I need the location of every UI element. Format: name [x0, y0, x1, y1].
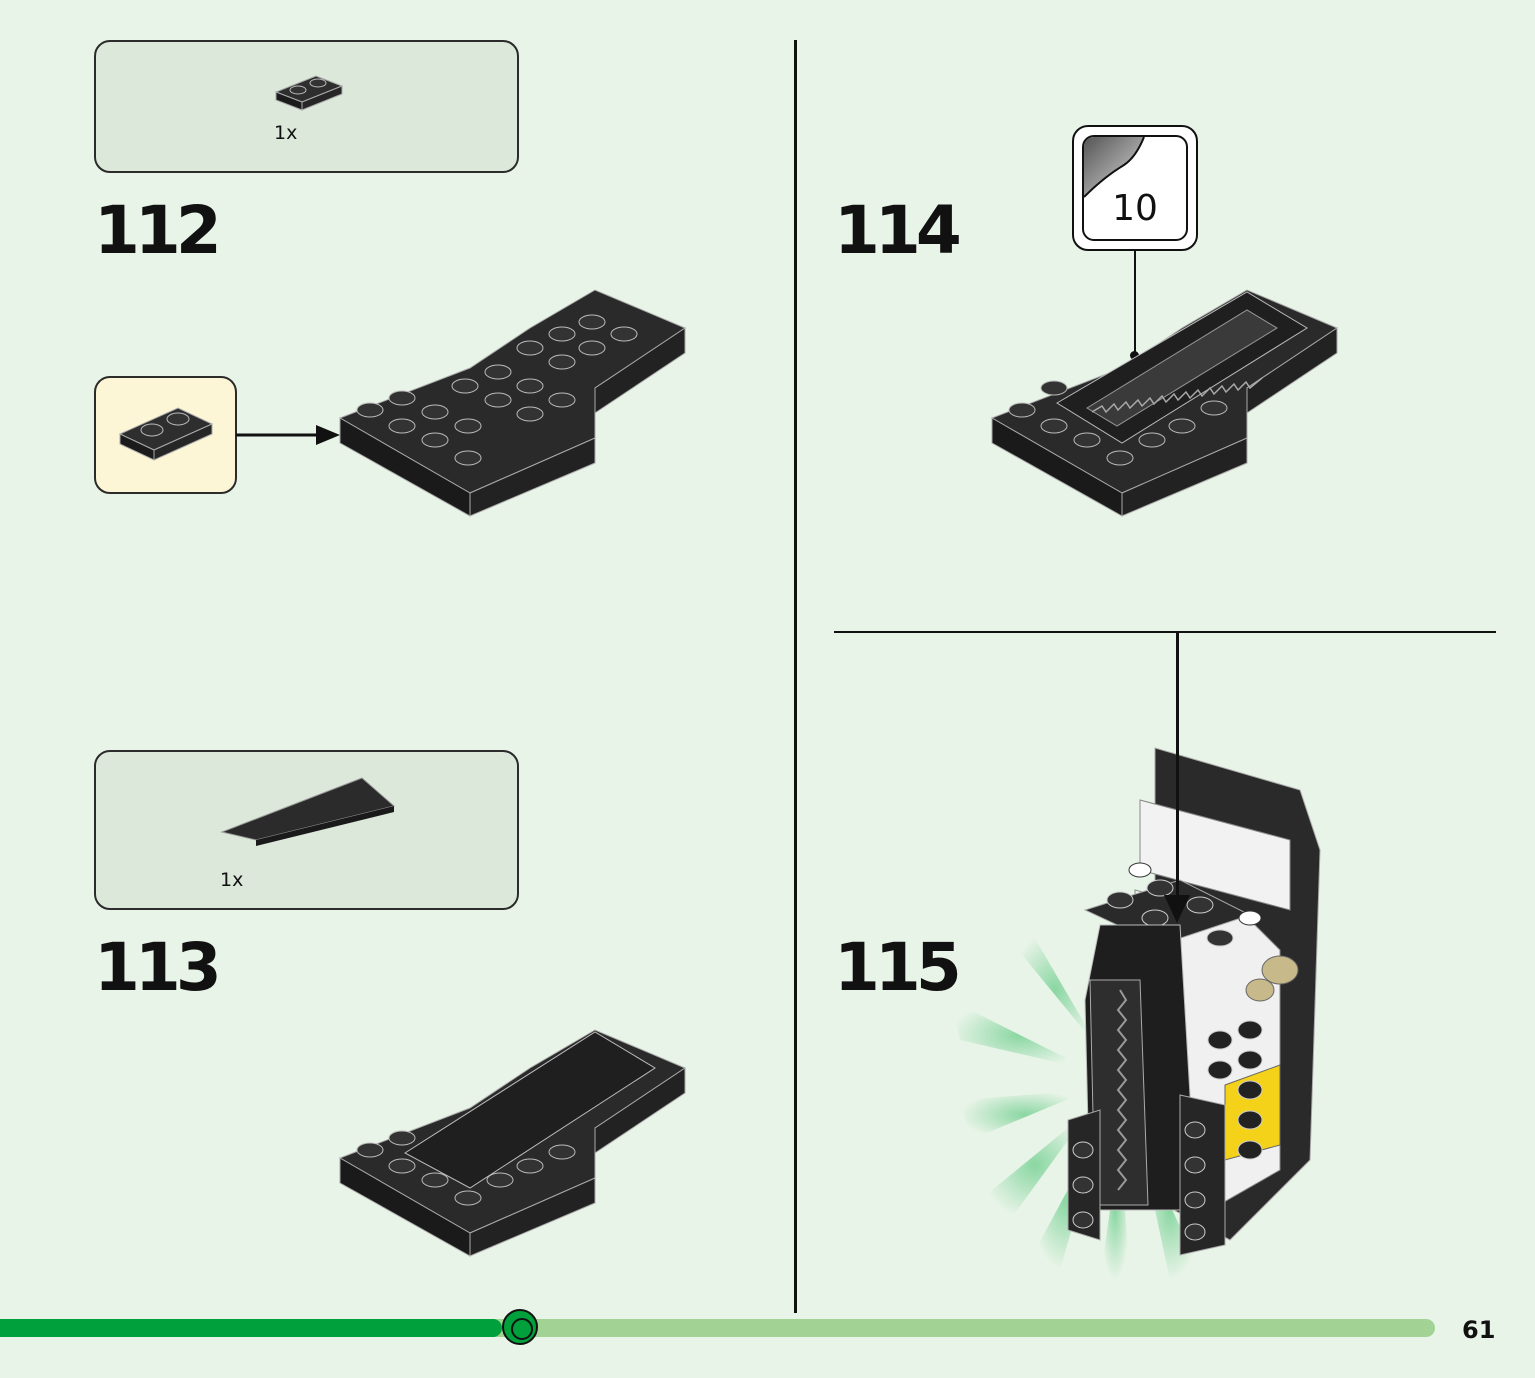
model-step-113	[338, 1029, 687, 1257]
step-number-113: 113	[94, 929, 222, 1006]
black-plate-1x2-icon	[118, 407, 214, 461]
new-part-highlight	[94, 376, 237, 494]
black-tile-2x6-icon	[220, 777, 396, 846]
arrow-icon	[236, 425, 340, 445]
sticker-icon: 10	[1082, 135, 1188, 241]
vertical-divider	[794, 40, 797, 1313]
model-step-112	[338, 289, 687, 517]
part-quantity: 1x	[220, 869, 244, 891]
model-step-115	[950, 747, 1321, 1280]
parts-callout-112: 1x	[94, 40, 519, 173]
sticker-number: 10	[1112, 188, 1158, 229]
insert-arrow-line	[1176, 633, 1179, 901]
progress-fill	[0, 1319, 502, 1337]
model-step-114	[990, 289, 1339, 517]
sticker-pointer-dot	[1130, 351, 1139, 360]
page-number: 61	[1462, 1316, 1496, 1344]
parts-callout-113: 1x	[94, 750, 519, 910]
horizontal-divider	[834, 631, 1496, 633]
step-number-114: 114	[834, 192, 962, 269]
step-number-115: 115	[834, 929, 962, 1006]
black-plate-1x2-icon	[274, 75, 344, 111]
sticker-callout: 10	[1072, 125, 1198, 251]
part-quantity: 1x	[274, 122, 298, 144]
insert-arrow-icon	[1164, 895, 1190, 923]
sticker-pointer-line	[1134, 251, 1136, 355]
step-number-112: 112	[94, 192, 222, 269]
progress-marker	[502, 1309, 538, 1345]
